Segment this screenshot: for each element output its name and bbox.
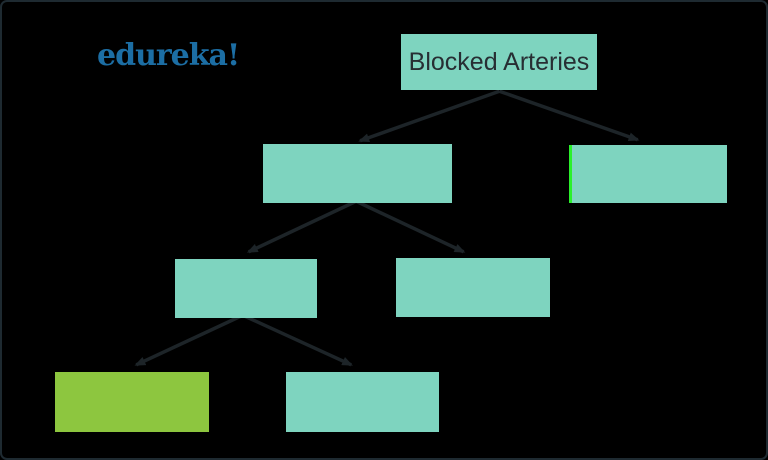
edureka-logo: edureka! [97,38,240,73]
edge-l2-left [246,199,357,254]
tree-node-level2-right [569,145,727,203]
edge-l2-right [355,199,466,254]
tree-node-level4-left-green [55,372,209,432]
tree-node-level3-left [175,259,317,318]
tree-node-level2-left [263,144,452,203]
edge-l3-right [242,313,353,367]
tree-node-root: Blocked Arteries [401,34,597,90]
tree-node-level3-right [396,258,550,317]
tree-node-root-label: Blocked Arteries [408,47,590,76]
edge-l3-left [134,313,244,367]
tree-node-level4-right [286,372,439,432]
edge-root-left [358,89,500,143]
edge-root-right [498,89,640,142]
